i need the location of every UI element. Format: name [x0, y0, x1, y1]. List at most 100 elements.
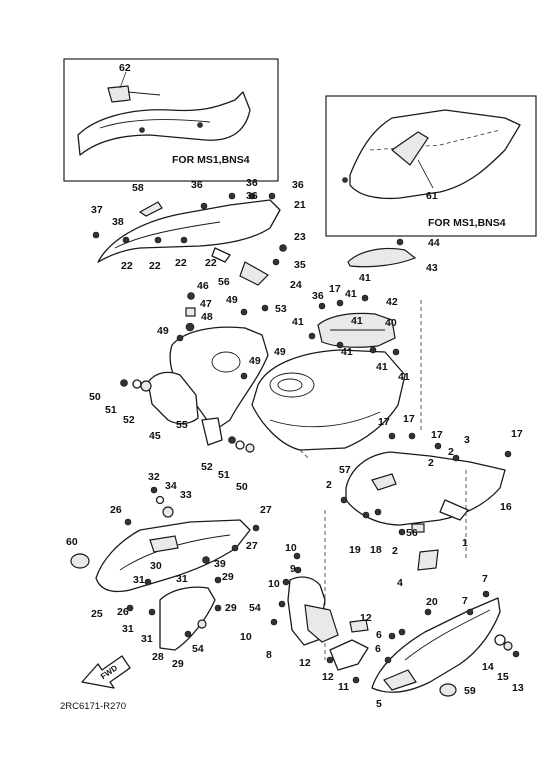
callout-37: 37 — [91, 204, 103, 216]
callout-2: 2 — [326, 479, 332, 491]
callout-49: 49 — [226, 294, 238, 306]
callout-16: 16 — [500, 501, 512, 513]
callout-2: 2 — [392, 545, 398, 557]
lower-cowl-right-5 — [371, 590, 520, 697]
callout-27: 27 — [260, 504, 272, 516]
callout-39: 39 — [214, 558, 226, 570]
tank-side-scoop-45 — [120, 292, 269, 453]
callout-36: 36 — [191, 179, 203, 191]
callout-17: 17 — [378, 416, 390, 428]
callout-10: 10 — [285, 542, 297, 554]
side-cover-1 — [324, 432, 512, 660]
inset-ms1-bns4-upper-left: 62 FOR MS1,BNS4 — [63, 58, 279, 182]
callout-36: 36 — [246, 190, 258, 202]
callout-52: 52 — [123, 414, 135, 426]
callout-1: 1 — [462, 537, 468, 549]
callout-22: 22 — [205, 257, 217, 269]
callout-41: 41 — [345, 288, 357, 300]
callout-41: 41 — [359, 272, 371, 284]
callout-57: 57 — [339, 464, 351, 476]
callout-52: 52 — [201, 461, 213, 473]
callout-58: 58 — [132, 182, 144, 194]
callout-50: 50 — [89, 391, 101, 403]
callout-62: 62 — [119, 62, 131, 74]
callout-49: 49 — [157, 325, 169, 337]
callout-40: 40 — [385, 317, 397, 329]
inset-label: FOR MS1,BNS4 — [172, 154, 250, 166]
callout-60: 60 — [66, 536, 78, 548]
bracket-11-12 — [326, 619, 369, 684]
callout-53: 53 — [275, 303, 287, 315]
callout-46: 46 — [197, 280, 209, 292]
callout-31: 31 — [141, 633, 153, 645]
callout-56: 56 — [406, 527, 418, 539]
callout-22: 22 — [175, 257, 187, 269]
callout-11: 11 — [338, 681, 349, 693]
callout-54: 54 — [249, 602, 261, 614]
callout-34: 34 — [165, 480, 177, 492]
inset-label: FOR MS1,BNS4 — [428, 217, 506, 229]
callout-54: 54 — [192, 643, 204, 655]
callout-29: 29 — [172, 658, 184, 670]
callout-42: 42 — [386, 296, 398, 308]
callout-47: 47 — [200, 298, 212, 310]
forward-arrow-icon: FWD — [81, 655, 131, 689]
callout-26: 26 — [117, 606, 129, 618]
inset-ms1-bns4-upper-right: 61 FOR MS1,BNS4 — [325, 95, 537, 237]
callout-49: 49 — [274, 346, 286, 358]
callout-9: 9 — [290, 563, 296, 575]
callout-48: 48 — [201, 311, 213, 323]
callout-31: 31 — [133, 574, 145, 586]
callout-4: 4 — [397, 577, 403, 589]
callout-17: 17 — [431, 429, 443, 441]
callout-31: 31 — [122, 623, 134, 635]
callout-33: 33 — [180, 489, 192, 501]
callout-7: 7 — [482, 573, 488, 585]
callout-26: 26 — [110, 504, 122, 516]
callout-17: 17 — [403, 413, 415, 425]
callout-22: 22 — [149, 260, 161, 272]
callout-50: 50 — [236, 481, 248, 493]
callout-23: 23 — [294, 231, 306, 243]
upper-cowl-40-42 — [308, 294, 422, 430]
callout-45: 45 — [149, 430, 161, 442]
callout-2: 2 — [428, 457, 434, 469]
callout-35: 35 — [294, 259, 306, 271]
callout-14: 14 — [482, 661, 494, 673]
callout-8: 8 — [266, 649, 272, 661]
callout-41: 41 — [398, 371, 410, 383]
callout-22: 22 — [121, 260, 133, 272]
callout-29: 29 — [225, 602, 237, 614]
callout-28: 28 — [152, 651, 164, 663]
callout-5: 5 — [376, 698, 382, 710]
callout-36: 36 — [312, 290, 324, 302]
callout-44: 44 — [428, 237, 440, 249]
lower-cowl-left — [70, 486, 260, 651]
callout-12: 12 — [299, 657, 311, 669]
callout-41: 41 — [351, 315, 363, 327]
callout-30: 30 — [150, 560, 162, 572]
callout-15: 15 — [497, 671, 509, 683]
diagram-code: 2RC6171-R270 — [60, 701, 126, 712]
callout-20: 20 — [426, 596, 438, 608]
callout-61: 61 — [426, 190, 438, 202]
callout-31: 31 — [176, 573, 188, 585]
callout-49: 49 — [249, 355, 261, 367]
callout-43: 43 — [426, 262, 438, 274]
callout-19: 19 — [349, 544, 361, 556]
callout-59: 59 — [464, 685, 476, 697]
callout-41: 41 — [292, 316, 304, 328]
callout-51: 51 — [218, 469, 230, 481]
callout-13: 13 — [512, 682, 524, 694]
callout-38: 38 — [112, 216, 124, 228]
callout-41: 41 — [376, 361, 388, 373]
callout-27: 27 — [246, 540, 258, 552]
callout-21: 21 — [294, 199, 306, 211]
callout-12: 12 — [322, 671, 334, 683]
callout-29: 29 — [222, 571, 234, 583]
tank-top-cover — [347, 238, 417, 268]
callout-6: 6 — [376, 629, 382, 641]
callout-10: 10 — [268, 578, 280, 590]
callout-56: 56 — [218, 276, 230, 288]
callout-2: 2 — [448, 446, 454, 458]
